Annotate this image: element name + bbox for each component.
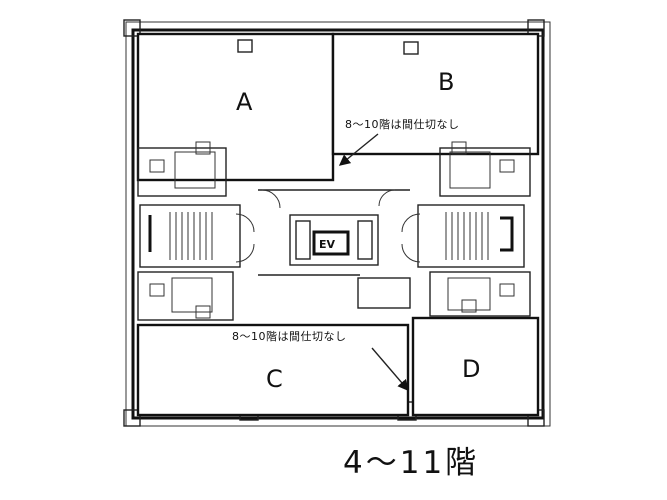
lower-note-text: 8〜10階は間仕切なし	[232, 329, 347, 343]
unit-b: B	[331, 32, 540, 156]
unit-c-label: C	[266, 365, 283, 393]
east-service-core	[401, 141, 531, 317]
unit-b-label: B	[438, 68, 454, 96]
central-corridor	[258, 189, 411, 309]
upper-note-text: 8〜10階は間仕切なし	[345, 117, 460, 131]
elevator-core: EV	[289, 214, 379, 266]
elevator-label: EV	[319, 238, 336, 251]
unit-a: A	[136, 32, 335, 182]
unit-d-label: D	[462, 355, 480, 383]
west-service-core	[137, 141, 255, 321]
floor-label: 4〜11階	[343, 445, 479, 481]
upper-partition-note: 8〜10階は間仕切なし	[338, 117, 460, 166]
unit-d: D	[411, 316, 540, 417]
lower-partition-note: 8〜10階は間仕切なし	[232, 329, 409, 392]
unit-c: C	[136, 323, 410, 417]
unit-a-label: A	[236, 88, 253, 116]
